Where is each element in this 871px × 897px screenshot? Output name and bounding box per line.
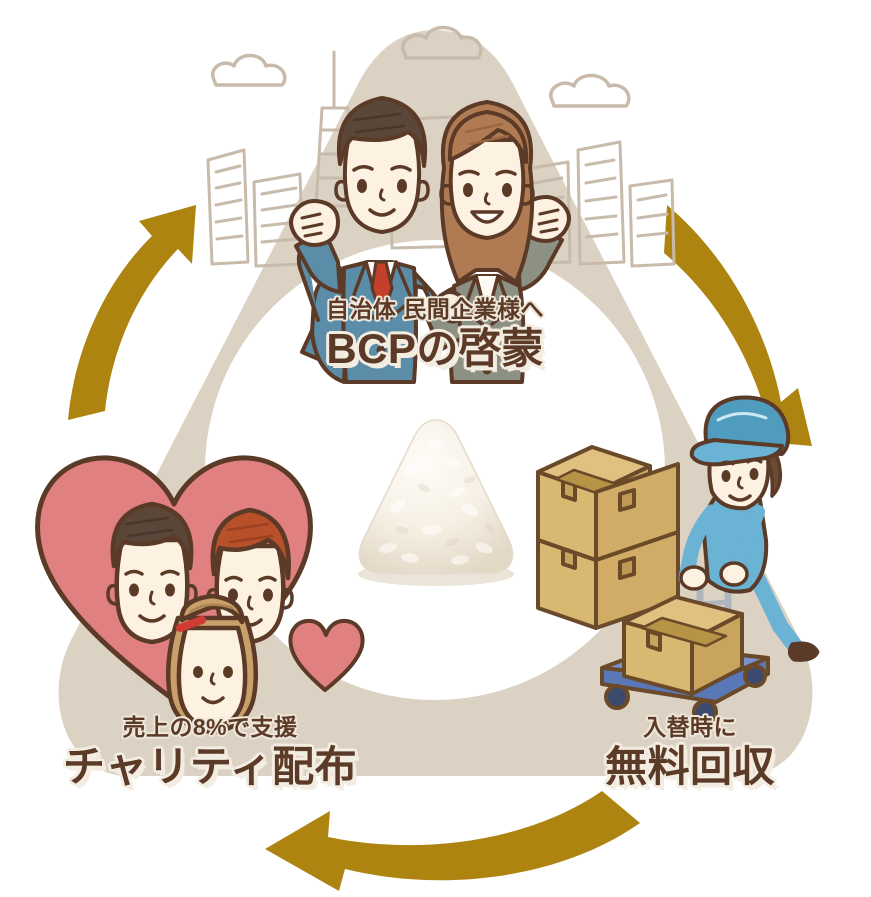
family-girl-figure bbox=[165, 593, 259, 735]
node-label-bottom-left: 売上の8%で支援 チャリティ配布 bbox=[20, 716, 400, 788]
node-label-bottom-right: 入替時に 無料回収 bbox=[525, 716, 855, 788]
cloud-icon bbox=[401, 25, 483, 60]
arrow-right-to-left-icon bbox=[265, 791, 640, 891]
node-top-main-label: BCPの啓蒙 bbox=[326, 325, 544, 372]
small-heart-icon bbox=[288, 618, 365, 692]
arrow-left-to-top-icon bbox=[68, 205, 196, 420]
delivery-worker-figure bbox=[678, 395, 820, 662]
node-left-sub-label: 売上の8%で支援 bbox=[122, 714, 298, 740]
node-label-top: 自治体 民間企業様へ BCPの啓蒙 bbox=[185, 298, 685, 370]
cloud-icon bbox=[549, 73, 631, 108]
cardboard-box-on-cart bbox=[622, 595, 744, 696]
businesswoman-figure bbox=[426, 100, 571, 384]
node-top-sub-label: 自治体 民間企業様へ bbox=[326, 296, 544, 322]
cloud-icon bbox=[210, 53, 287, 87]
node-right-sub-label: 入替時に bbox=[643, 714, 737, 740]
node-right-main-label: 無料回収 bbox=[605, 743, 775, 790]
cardboard-boxes-stack bbox=[536, 445, 680, 630]
node-left-main-label: チャリティ配布 bbox=[62, 743, 357, 790]
businessman-figure bbox=[289, 96, 444, 384]
arrow-top-to-right-icon bbox=[664, 205, 812, 446]
family-father-figure bbox=[106, 501, 198, 645]
